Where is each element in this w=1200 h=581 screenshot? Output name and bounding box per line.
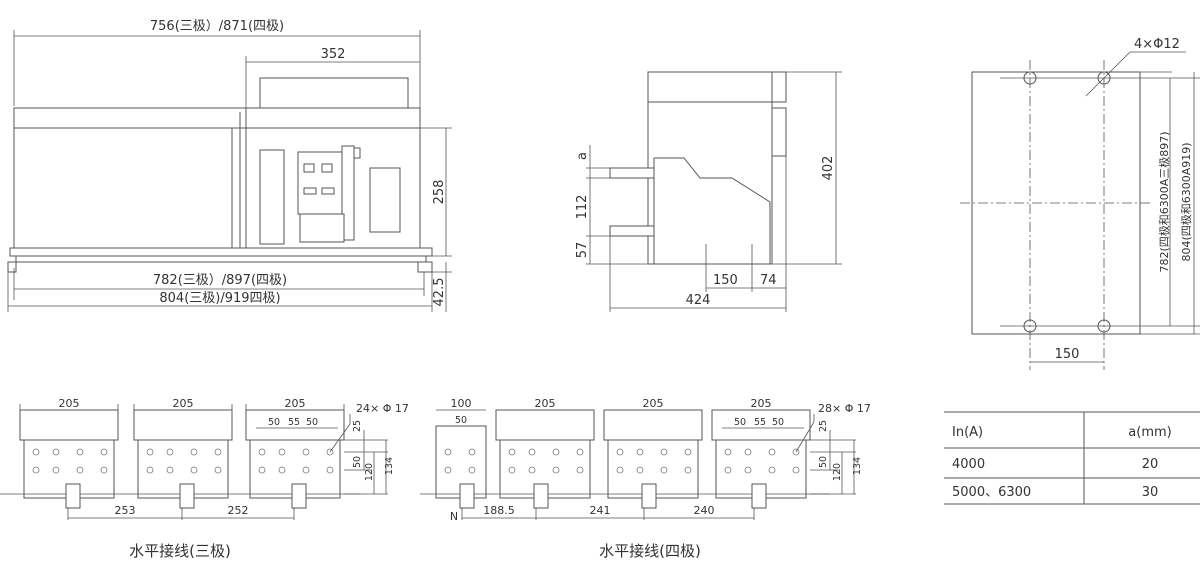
side-57: 57 — [575, 242, 590, 259]
four-188: 188.5 — [483, 504, 515, 517]
four-134: 134 — [852, 457, 863, 475]
three-sub3: 50 — [306, 417, 318, 428]
table-header-a: a(mm) — [1128, 425, 1171, 440]
side-view: 402 a 112 57 150 74 424 — [575, 71, 842, 312]
four-sub1: 50 — [734, 417, 746, 428]
four-sub2: 55 — [754, 417, 766, 428]
side-depth: 424 — [686, 293, 711, 308]
table-cell-r1c1: 30 — [1142, 485, 1159, 500]
three-holes: 24× Φ 17 — [356, 402, 409, 415]
spec-table: In(A) a(mm) 4000 20 5000、6300 30 — [944, 411, 1200, 505]
table-cell-r0c1: 20 — [1142, 457, 1159, 472]
mount-dim-782: 782(四极和6300A三极897) — [1157, 131, 1171, 272]
four-holes: 28× Φ 17 — [818, 402, 871, 415]
four-n: N — [450, 510, 458, 523]
side-150: 150 — [713, 273, 738, 288]
three-w1: 205 — [59, 397, 80, 410]
four-120: 120 — [832, 463, 843, 481]
four-sub3: 50 — [772, 417, 784, 428]
three-w3: 205 — [285, 397, 306, 410]
mount-150: 150 — [1055, 347, 1080, 362]
table-cell-r1c0: 5000、6300 — [952, 485, 1031, 500]
front-overall-width: 756(三极）/871(四极) — [150, 19, 284, 34]
three-253: 253 — [115, 504, 136, 517]
front-foot: 42.5 — [432, 278, 447, 307]
four-25: 25 — [818, 420, 829, 432]
side-74: 74 — [760, 273, 777, 288]
three-134: 134 — [384, 457, 395, 475]
three-sub2: 55 — [288, 417, 300, 428]
three-120: 120 — [364, 463, 375, 481]
table-cell-r0c0: 4000 — [952, 457, 985, 472]
four-w50: 50 — [455, 415, 467, 426]
mount-view: 4×Φ12 782(四极和6300A三极897) 804(四极和6300A919… — [960, 37, 1200, 370]
three-25: 25 — [352, 420, 363, 432]
front-mount-width-2: 804(三极)/919四极) — [159, 291, 280, 306]
three-50: 50 — [352, 456, 363, 468]
four-w1: 205 — [535, 397, 556, 410]
mount-dim-804: 804(四极和6300A919) — [1179, 142, 1193, 261]
side-112: 112 — [575, 195, 590, 220]
three-sub1: 50 — [268, 417, 280, 428]
front-panel-width: 352 — [321, 47, 346, 62]
front-height: 258 — [432, 180, 447, 205]
three-252: 252 — [228, 504, 249, 517]
front-view: 756(三极）/871(四极) 352 258 — [7, 19, 452, 312]
four-240: 240 — [694, 504, 715, 517]
four-w3: 205 — [751, 397, 772, 410]
mount-holes: 4×Φ12 — [1134, 37, 1180, 52]
three-pole-wiring: 205 205 205 50 55 50 — [0, 397, 409, 560]
side-a: a — [575, 152, 590, 160]
four-w2: 205 — [643, 397, 664, 410]
four-pole-wiring: 100 50 205 205 205 50 55 50 — [420, 397, 871, 560]
three-caption: 水平接线(三极) — [129, 542, 231, 560]
four-241: 241 — [590, 504, 611, 517]
four-50: 50 — [818, 456, 829, 468]
side-height: 402 — [821, 156, 836, 181]
four-w100: 100 — [451, 397, 472, 410]
table-header-in: In(A) — [952, 425, 983, 440]
four-caption: 水平接线(四极) — [599, 542, 701, 560]
front-mount-width-1: 782(三极）/897(四极) — [153, 273, 287, 288]
three-w2: 205 — [173, 397, 194, 410]
